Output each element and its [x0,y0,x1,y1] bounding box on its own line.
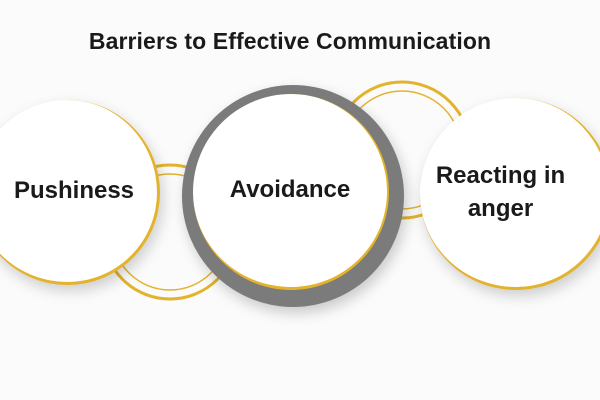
barrier-label-avoidance: Avoidance [229,176,351,204]
barrier-label-pushiness: Pushiness [13,176,135,204]
diagram-title: Barriers to Effective Communication [88,28,492,54]
barrier-label-reacting-in-anger: Reacting in anger [435,162,566,222]
barrier-circle-pushiness: Pushiness [0,100,160,285]
barrier-circle-avoidance: Avoidance [193,94,389,290]
barrier-circle-reacting-in-anger: Reacting in anger [420,98,600,290]
